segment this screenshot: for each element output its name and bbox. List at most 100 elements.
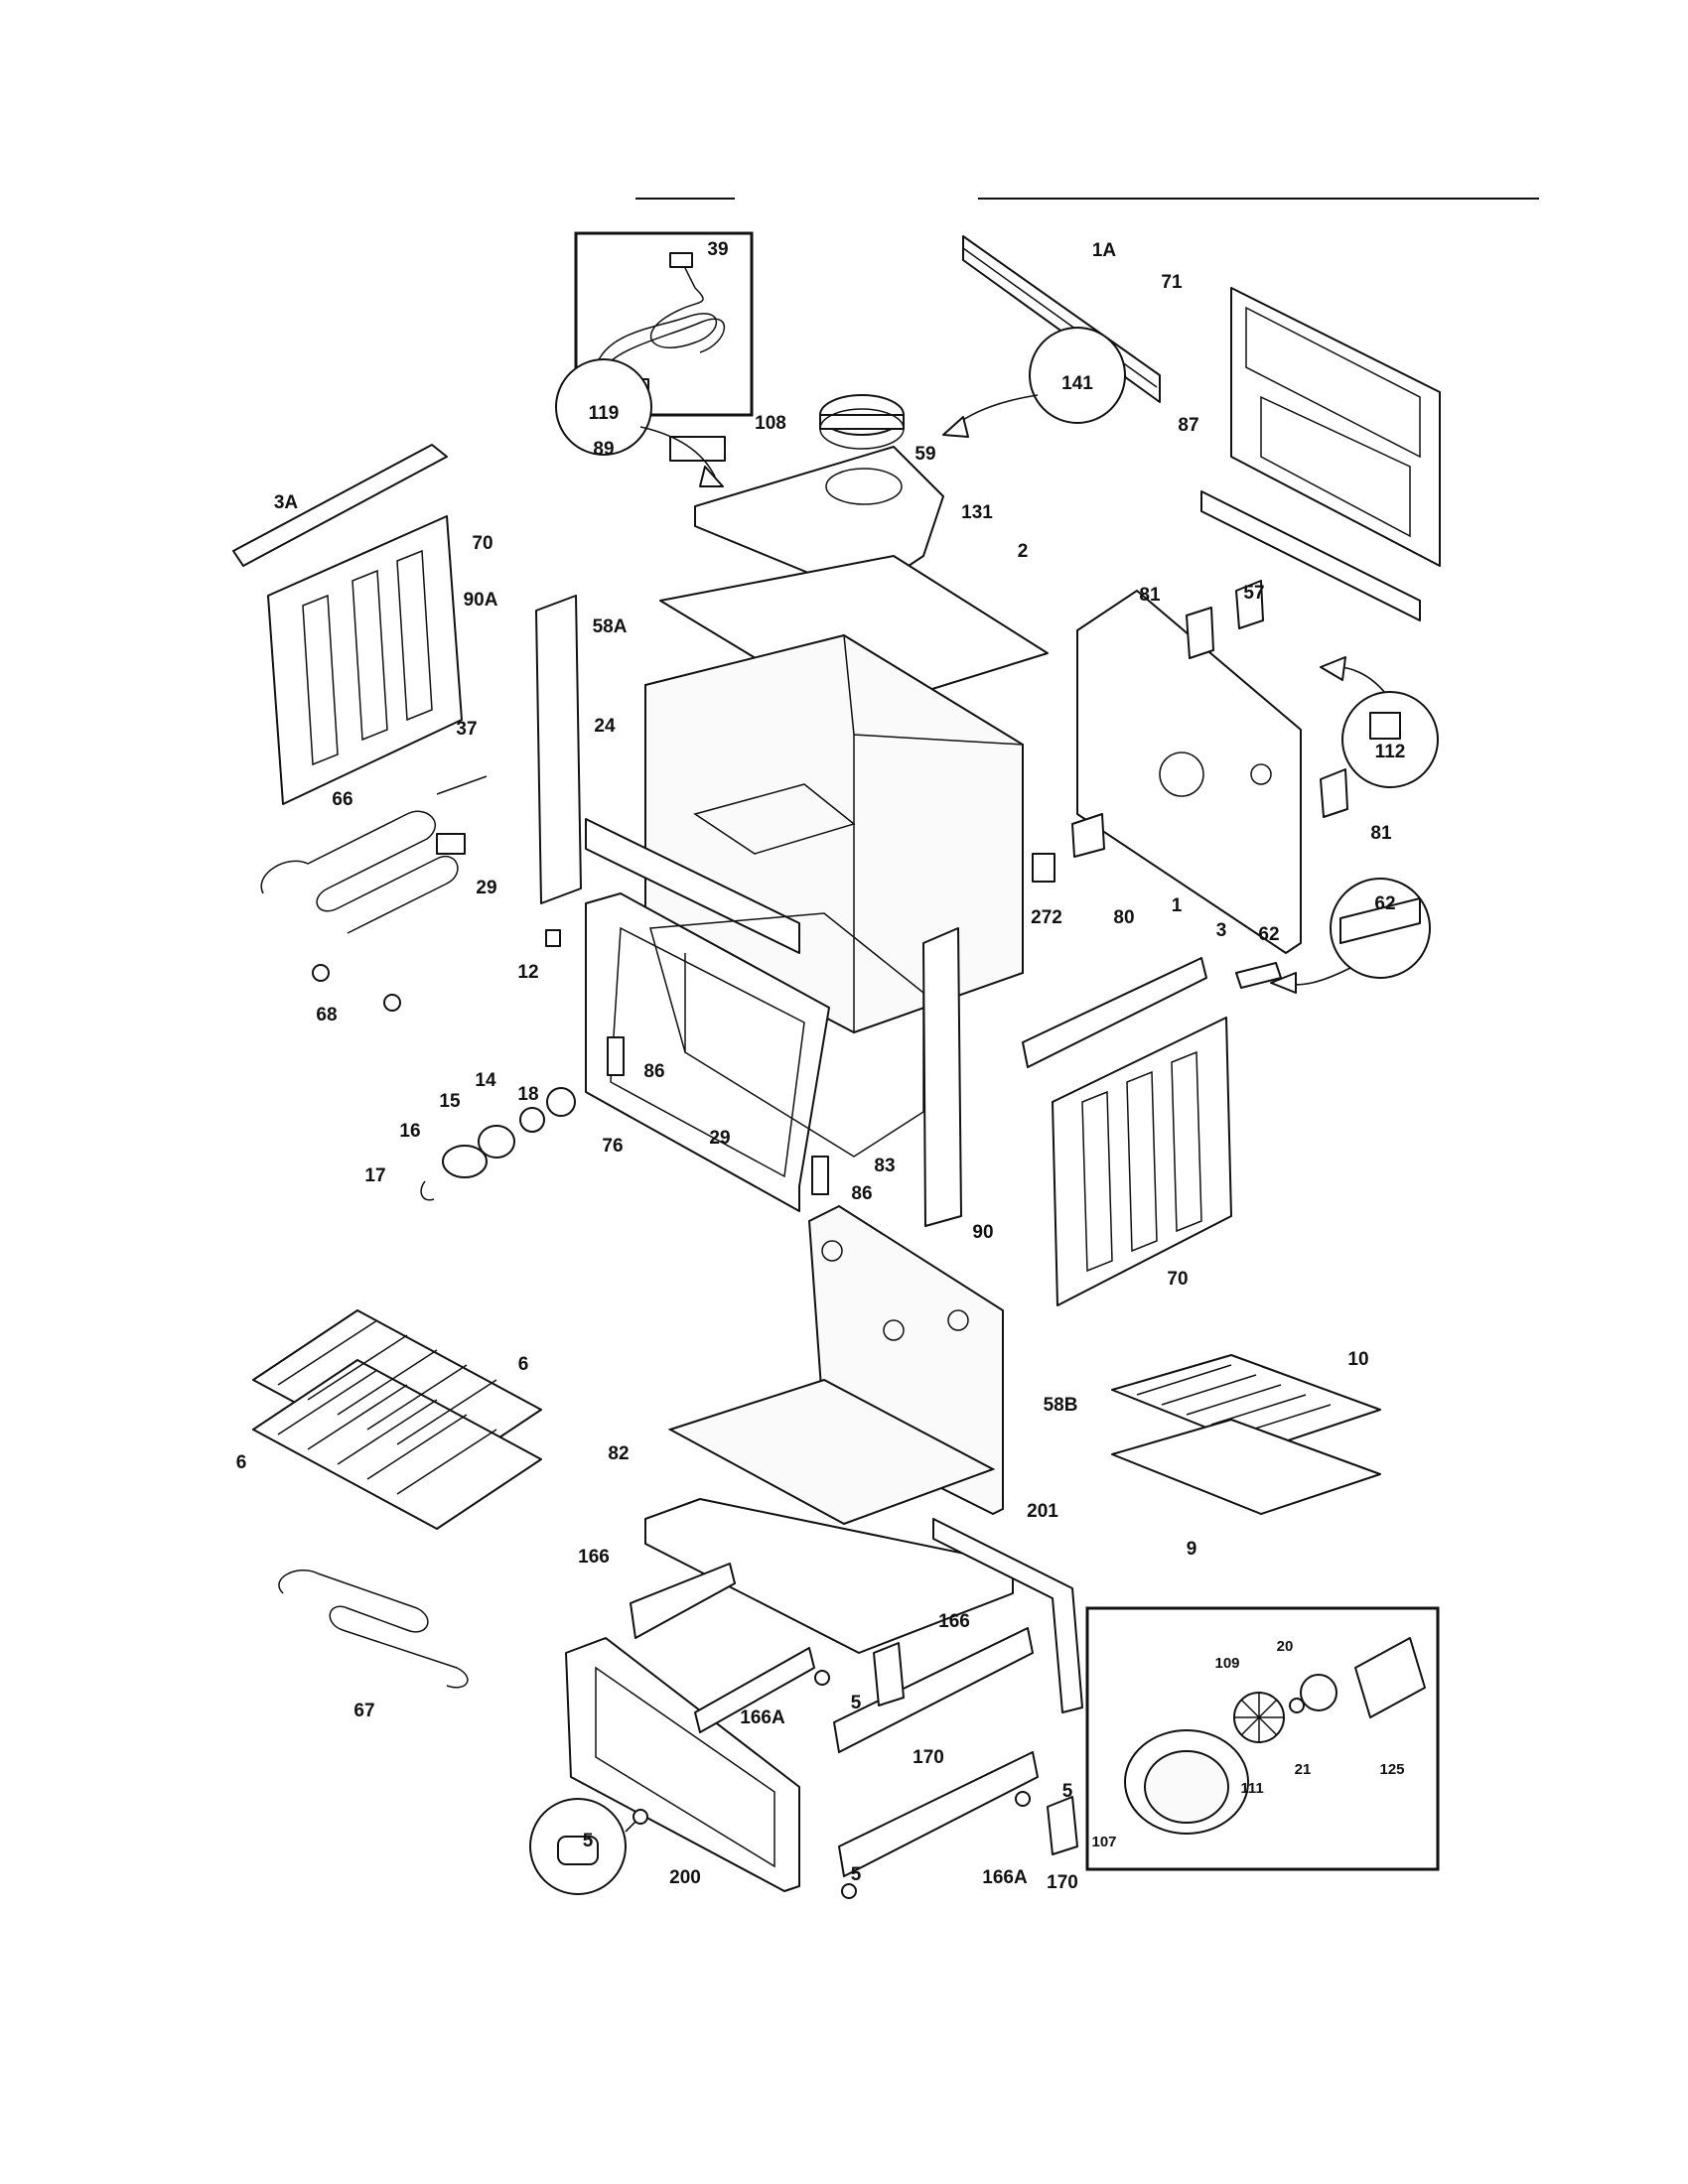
part-label: 5 bbox=[851, 1693, 862, 1713]
part-label: 20 bbox=[1277, 1638, 1294, 1655]
part-166-slide-left bbox=[630, 1563, 736, 1639]
part-label: 3 bbox=[1216, 920, 1227, 941]
part-label: 66 bbox=[332, 789, 352, 810]
part-label: 111 bbox=[1240, 1780, 1263, 1797]
part-label: 90 bbox=[972, 1222, 993, 1243]
part-label: 107 bbox=[1091, 1834, 1116, 1850]
part-label: 76 bbox=[602, 1136, 623, 1157]
part-label: 57 bbox=[1243, 583, 1264, 604]
part-166A-rail-top bbox=[694, 1647, 815, 1733]
part-label: 15 bbox=[439, 1091, 461, 1112]
part-label: 67 bbox=[353, 1701, 374, 1721]
part-label: 166 bbox=[578, 1547, 610, 1568]
part-272 bbox=[1032, 853, 1055, 883]
part-1-back-panel bbox=[1076, 590, 1302, 954]
part-label: 58A bbox=[593, 616, 628, 637]
part-108-motor bbox=[819, 394, 905, 450]
part-label: 81 bbox=[1370, 823, 1392, 844]
part-10-9-broiler bbox=[1111, 1354, 1381, 1515]
part-label: 90A bbox=[464, 590, 498, 611]
part-82-base-pan bbox=[644, 1498, 1083, 1713]
part-66-element bbox=[260, 810, 466, 934]
part-5-foot-d bbox=[633, 1809, 648, 1825]
part-label: 200 bbox=[669, 1867, 701, 1888]
part-90A-strip bbox=[535, 595, 582, 904]
part-label: 5 bbox=[583, 1831, 594, 1851]
part-5-foot-c bbox=[841, 1883, 857, 1899]
part-label: 1 bbox=[1172, 895, 1183, 916]
part-90-strip bbox=[922, 927, 962, 1227]
convection-fan-inset bbox=[1085, 1606, 1440, 1871]
part-5-foot-b bbox=[1015, 1791, 1031, 1807]
part-label: 2 bbox=[1018, 541, 1029, 562]
part-label: 18 bbox=[517, 1084, 538, 1105]
part-141-callout bbox=[942, 327, 1126, 438]
part-label: 83 bbox=[874, 1156, 895, 1176]
part-label: 37 bbox=[456, 719, 477, 740]
part-112-callout bbox=[1320, 656, 1439, 788]
part-68-clips bbox=[312, 964, 401, 1012]
part-label: 17 bbox=[364, 1165, 385, 1186]
part-label: 125 bbox=[1379, 1761, 1404, 1778]
part-label: 58B bbox=[1044, 1395, 1078, 1416]
part-label: 59 bbox=[914, 444, 935, 465]
part-5-callout bbox=[529, 1798, 636, 1895]
part-label: 70 bbox=[472, 533, 492, 554]
part-label: 10 bbox=[1347, 1349, 1368, 1370]
part-71-panel bbox=[1230, 287, 1441, 567]
part-label: 5 bbox=[1062, 1781, 1073, 1802]
part-label: 272 bbox=[1031, 907, 1062, 928]
part-label: 21 bbox=[1295, 1761, 1312, 1778]
part-label: 12 bbox=[517, 962, 538, 983]
part-62-callout bbox=[1235, 878, 1431, 994]
part-3-rail bbox=[1022, 957, 1207, 1068]
part-label: 166A bbox=[740, 1707, 785, 1728]
part-label: 166 bbox=[938, 1611, 970, 1632]
part-label: 80 bbox=[1113, 907, 1134, 928]
part-86-hinge-top bbox=[607, 1036, 625, 1076]
part-70-panel-right bbox=[1052, 1017, 1232, 1306]
part-87-bracket bbox=[1200, 490, 1421, 621]
part-170-bracket-top bbox=[873, 1642, 905, 1706]
part-80-bracket bbox=[1071, 813, 1105, 858]
part-label: 86 bbox=[851, 1183, 872, 1204]
part-label: 89 bbox=[593, 439, 614, 460]
part-label: 109 bbox=[1214, 1655, 1239, 1672]
part-label: 201 bbox=[1027, 1501, 1058, 1522]
part-label: 6 bbox=[236, 1452, 247, 1473]
part-label: 166A bbox=[982, 1867, 1028, 1888]
part-label: 112 bbox=[1375, 742, 1406, 762]
part-166A-rail-bottom bbox=[838, 1751, 1039, 1877]
part-label: 82 bbox=[608, 1443, 629, 1464]
part-81-bracket-top bbox=[1186, 607, 1214, 659]
part-200-frame bbox=[565, 1637, 800, 1892]
part-label: 131 bbox=[961, 502, 993, 523]
part-81-bracket-bottom bbox=[1320, 768, 1348, 818]
part-166-slide-right bbox=[833, 1627, 1034, 1753]
part-label: 3A bbox=[274, 492, 299, 513]
part-label: 1A bbox=[1092, 240, 1117, 261]
part-label: 5 bbox=[851, 1864, 862, 1885]
part-lamp-assembly bbox=[420, 1087, 576, 1201]
part-label: 62 bbox=[1258, 924, 1279, 945]
part-label: 108 bbox=[755, 413, 786, 434]
part-label: 71 bbox=[1161, 272, 1183, 293]
part-37-sensor bbox=[436, 775, 488, 795]
part-5-foot-a bbox=[814, 1670, 830, 1686]
part-label: 170 bbox=[1047, 1872, 1078, 1893]
part-3A-rail bbox=[232, 444, 448, 567]
part-label: 29 bbox=[476, 878, 496, 898]
part-76-frame bbox=[585, 892, 830, 1212]
part-label: 14 bbox=[475, 1070, 496, 1091]
part-57-bracket bbox=[1235, 580, 1264, 629]
part-label: 170 bbox=[913, 1747, 944, 1768]
part-label: 29 bbox=[709, 1128, 730, 1149]
part-label: 62 bbox=[1374, 893, 1395, 914]
part-label: 9 bbox=[1187, 1539, 1197, 1560]
part-label: 81 bbox=[1139, 585, 1161, 606]
part-170-bracket-bottom bbox=[1047, 1796, 1078, 1855]
part-67-element bbox=[278, 1570, 469, 1689]
part-58B-insulation bbox=[667, 1204, 1004, 1526]
